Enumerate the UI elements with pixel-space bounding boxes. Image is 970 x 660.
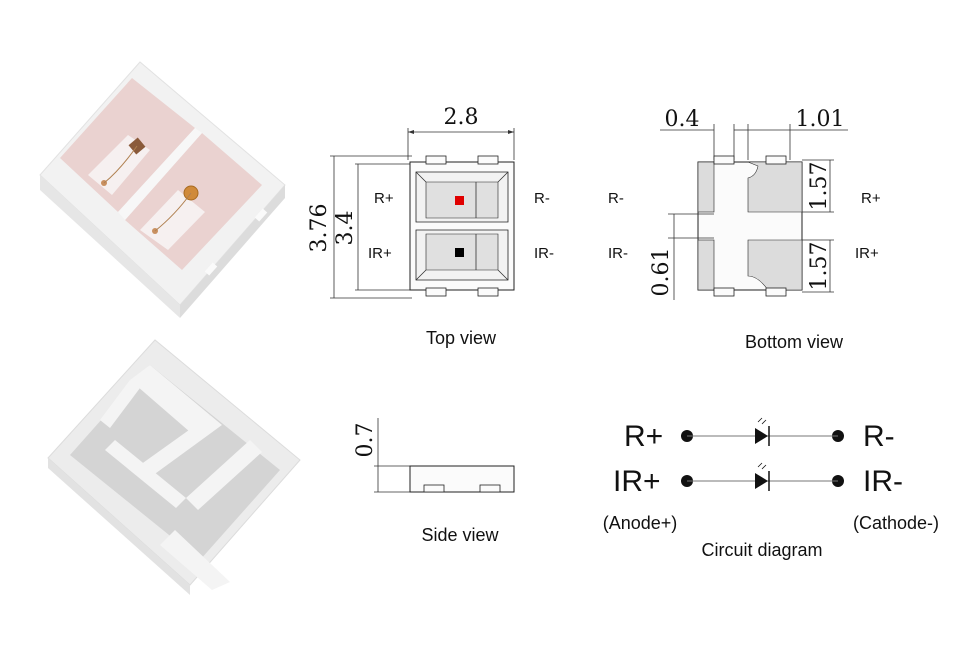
bottom-view-drawing: 0.4 1.01 1.57 1.57 0.61 R- R+ [608,107,881,352]
bottom-label-ir-plus: IR+ [855,245,879,262]
circuit-label-ir-plus: IR+ [613,465,661,498]
dim-side-height: 0.7 [353,423,378,458]
ir-led-chip [455,248,464,257]
dim-bottom-pad-height-top: 1.57 [807,162,832,211]
dim-top-height-inner: 3.4 [333,211,358,246]
circuit-label-cathode: (Cathode-) [853,513,939,533]
dim-top-height-outer: 3.76 [307,204,332,253]
package-3d-bottom-render [47,339,301,595]
circuit-label-ir-minus: IR- [863,465,903,498]
top-label-ir-minus: IR- [534,245,554,262]
bottom-label-ir-minus: IR- [608,245,628,262]
dim-bottom-pad-width: 0.4 [665,107,700,132]
ir-led-diode-icon [755,473,768,489]
bottom-label-r-plus: R+ [861,190,881,207]
dim-bottom-gap: 0.61 [649,248,674,297]
circuit-label-r-minus: R- [863,420,895,453]
caption-side-view: Side view [421,525,499,545]
red-led-chip [455,196,464,205]
dim-bottom-right-width: 1.01 [796,107,845,132]
dim-bottom-pad-height-bottom: 1.57 [807,242,832,291]
circuit-label-r-plus: R+ [624,420,663,453]
top-view-drawing: 2.8 3.76 3.4 R+ R- IR+ [307,105,554,348]
circuit-label-anode: (Anode+) [603,513,678,533]
caption-circuit-diagram: Circuit diagram [701,540,822,560]
caption-top-view: Top view [426,328,497,348]
top-label-ir-plus: IR+ [368,245,392,262]
dim-top-width: 2.8 [444,105,479,130]
top-label-r-plus: R+ [374,190,394,207]
caption-bottom-view: Bottom view [745,332,844,352]
side-view-drawing: 0.7 Side view [353,418,515,545]
bottom-label-r-minus: R- [608,190,624,207]
top-label-r-minus: R- [534,190,550,207]
red-led-diode-icon [755,428,768,444]
package-3d-top-render [39,61,286,318]
circuit-diagram: R+ R- IR+ IR- (Anode+) (Cathode-) Circui… [603,417,939,560]
